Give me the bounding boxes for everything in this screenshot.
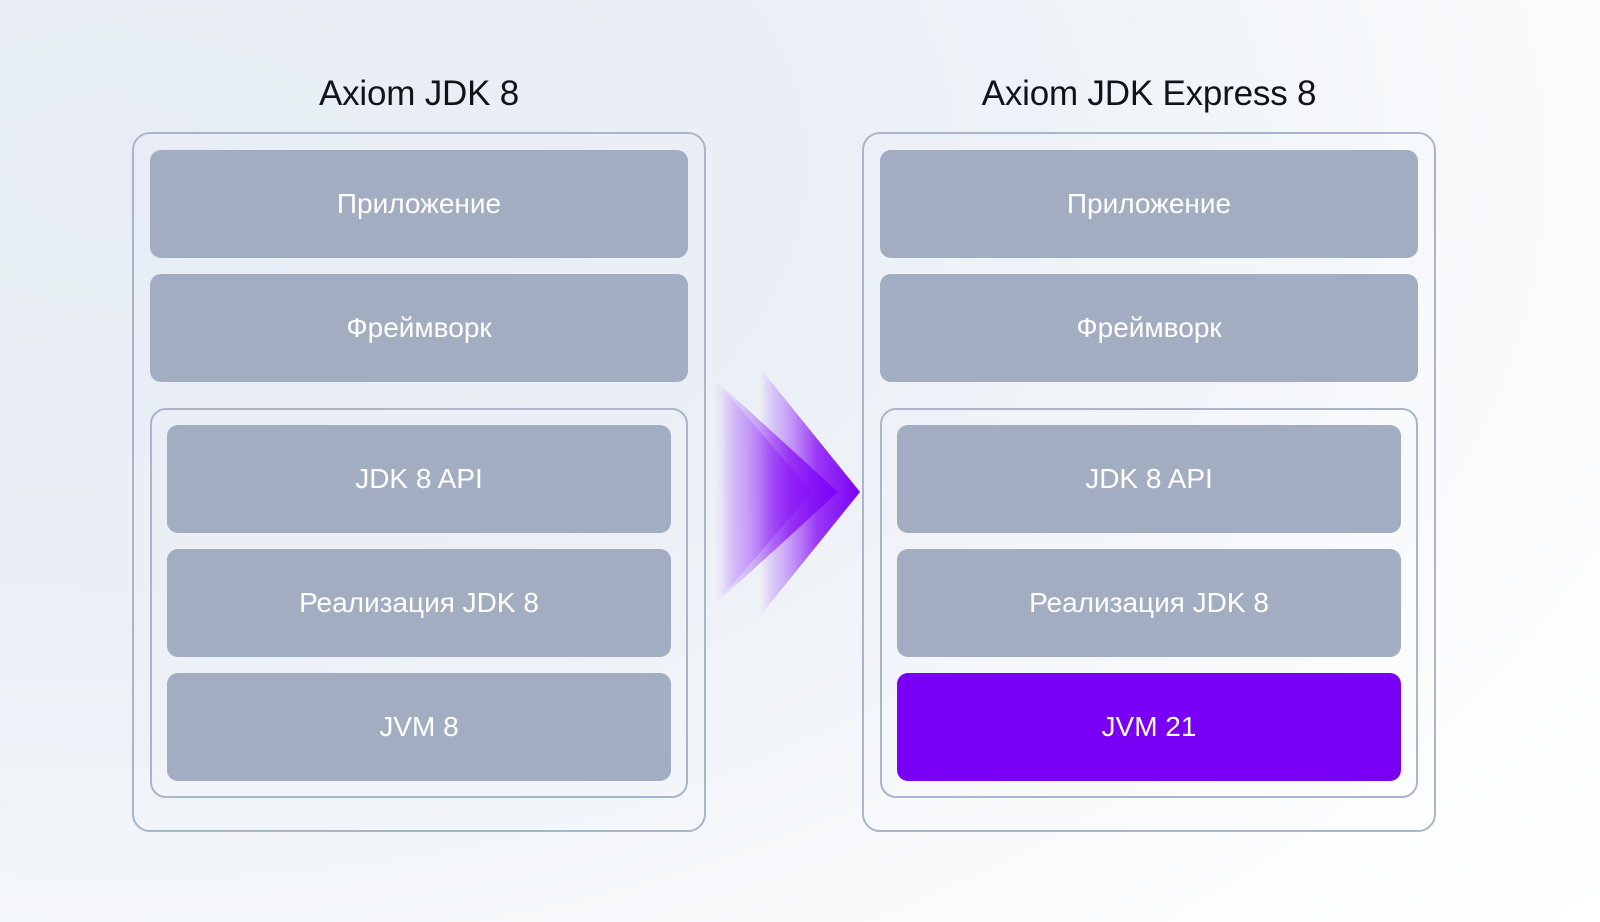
- runtime-group-axiom-jdk-8: JDK 8 API Реализация JDK 8 JVM 8: [150, 408, 688, 798]
- runtime-group-axiom-jdk-express-8: JDK 8 API Реализация JDK 8 JVM 21: [880, 408, 1418, 798]
- layer-label: Приложение: [1066, 188, 1232, 219]
- layer-application: Приложение: [880, 150, 1418, 258]
- stack-panel-axiom-jdk-8: Приложение Фреймворк JDK 8 API Реализаци…: [132, 132, 706, 832]
- layer-framework: Фреймворк: [880, 274, 1418, 382]
- layer-label: Приложение: [336, 188, 502, 219]
- layer-jvm8: JVM 8: [167, 673, 671, 781]
- stack-panel-axiom-jdk-express-8: Приложение Фреймворк JDK 8 API Реализаци…: [862, 132, 1436, 832]
- layer-jdk8-implementation: Реализация JDK 8: [167, 549, 671, 657]
- layer-label: Реализация JDK 8: [299, 587, 539, 618]
- column-title-axiom-jdk-express-8: Axiom JDK Express 8: [981, 74, 1317, 113]
- layer-label: Фреймворк: [1076, 312, 1222, 343]
- stack-panel-content: Приложение Фреймворк JDK 8 API Реализаци…: [134, 134, 704, 830]
- layer-label: Реализация JDK 8: [1029, 587, 1269, 618]
- layer-jvm21-highlighted: JVM 21: [897, 673, 1401, 781]
- layer-jdk8-api: JDK 8 API: [167, 425, 671, 533]
- layer-label: JVM 8: [379, 711, 459, 742]
- layer-application: Приложение: [150, 150, 688, 258]
- layer-framework: Фреймворк: [150, 274, 688, 382]
- column-title-axiom-jdk-8: Axiom JDK 8: [318, 74, 520, 113]
- layer-jdk8-implementation: Реализация JDK 8: [897, 549, 1401, 657]
- layer-label: Фреймворк: [346, 312, 492, 343]
- stack-panel-content: Приложение Фреймворк JDK 8 API Реализаци…: [864, 134, 1434, 830]
- chevron-right-icon: [714, 368, 860, 616]
- layer-jdk8-api: JDK 8 API: [897, 425, 1401, 533]
- layer-label: JDK 8 API: [1085, 463, 1213, 494]
- layer-label: JDK 8 API: [355, 463, 483, 494]
- layer-label: JVM 21: [1101, 711, 1197, 742]
